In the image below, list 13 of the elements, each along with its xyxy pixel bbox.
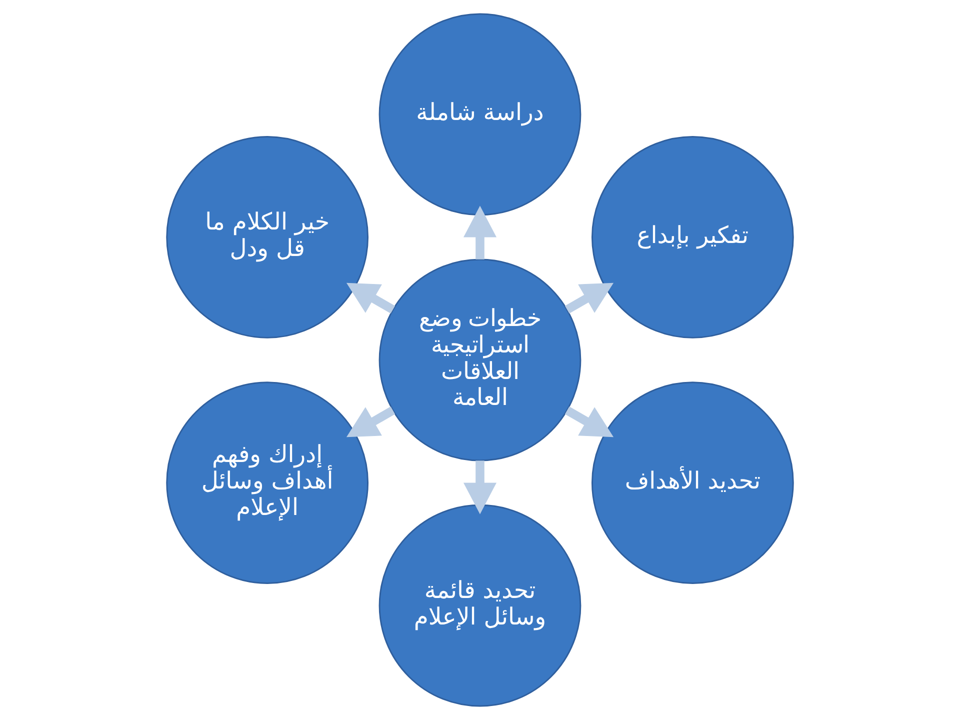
node-circle: إدراك وفهم أهداف وسائل الإعلام <box>166 382 369 584</box>
arrow <box>564 282 614 314</box>
node-circle: تفكير بإبداع <box>591 136 794 338</box>
arrow <box>463 460 496 514</box>
node-circle: دراسة شاملة <box>378 13 582 216</box>
arrow <box>346 406 396 438</box>
node-circle: تحديد الأهداف <box>591 382 794 584</box>
node-circle: تحديد قائمة وسائل الإعلام <box>378 504 582 707</box>
arrow <box>346 282 396 314</box>
node-circle: خطوات وضع استراتيجية العلاقات العامة <box>378 258 582 462</box>
node-circle: خير الكلام ما قل ودل <box>166 136 369 338</box>
arrow <box>463 206 496 260</box>
arrow <box>564 406 614 438</box>
